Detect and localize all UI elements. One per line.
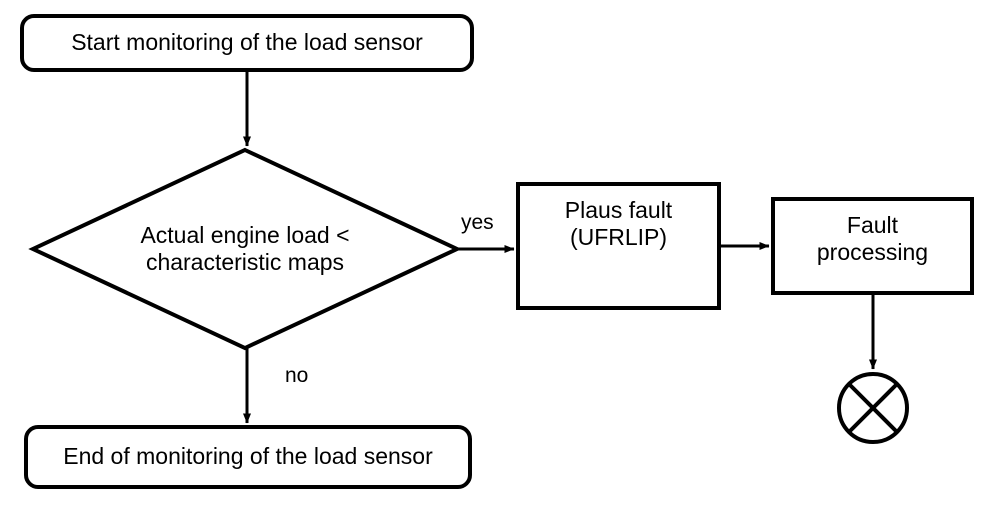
start-node-shape[interactable] [20, 14, 474, 72]
plaus-fault-node-shape[interactable] [516, 182, 721, 310]
edge-label-yes: yes [461, 211, 494, 234]
decision-node-shape[interactable] [28, 147, 462, 351]
end-node-shape[interactable] [24, 425, 472, 489]
fault-processing-node-shape[interactable] [771, 197, 974, 295]
terminator-node-shape[interactable] [837, 372, 909, 444]
edge-label-no: no [285, 364, 309, 387]
